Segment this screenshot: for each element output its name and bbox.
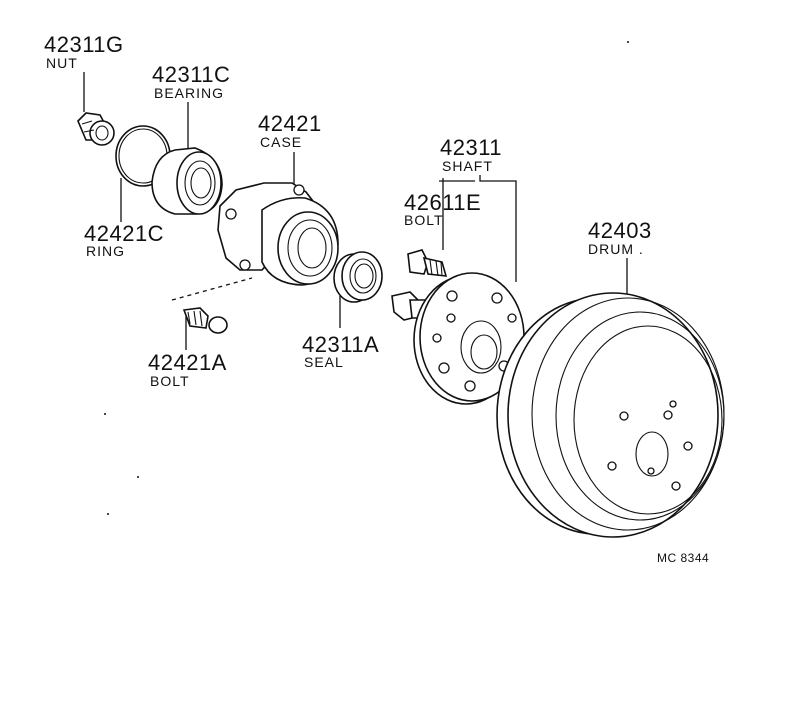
leader-shaft [479, 175, 517, 282]
leader-lines [83, 72, 628, 350]
leader-case-bolt-dashed [171, 277, 253, 301]
part-name: SHAFT [442, 158, 493, 174]
nut-part [77, 112, 115, 146]
part-name: CASE [260, 134, 302, 150]
case-part [217, 182, 339, 286]
part-name: BOLT [150, 373, 190, 389]
part-name: SEAL [304, 354, 344, 370]
diagram-code: MC 8344 [657, 551, 709, 565]
part-number: 42421 [258, 111, 322, 136]
part-name: NUT [46, 55, 78, 71]
label-seal: 42311A SEAL [302, 332, 379, 370]
shaft-part [391, 272, 525, 405]
label-drum: 42403 DRUM . [588, 218, 652, 257]
part-number: 42403 [588, 218, 652, 243]
label-case-bolt: 42421A BOLT [148, 350, 227, 389]
label-shaft: 42311 SHAFT [440, 135, 502, 174]
label-nut: 42311G NUT [44, 32, 124, 71]
bearing-part [151, 147, 223, 215]
part-name: DRUM . [588, 241, 644, 257]
drum-part [496, 292, 725, 538]
case-bolt-part [182, 307, 228, 334]
part-name: BEARING [154, 85, 224, 101]
part-number: 42421C [84, 221, 164, 246]
part-name: BOLT [404, 212, 444, 228]
hub-bolt-part [407, 249, 448, 277]
part-number: 42311C [152, 62, 230, 87]
part-number: 42311 [440, 135, 502, 160]
scan-dots [104, 41, 629, 515]
part-number: 42311G [44, 32, 124, 57]
part-number: 42421A [148, 350, 227, 375]
label-bearing: 42311C BEARING [152, 62, 230, 101]
seal-part [333, 251, 383, 303]
part-name: RING [86, 243, 125, 259]
label-ring: 42421C RING [84, 221, 164, 259]
label-case: 42421 CASE [258, 111, 322, 150]
part-number: 42311A [302, 332, 379, 357]
